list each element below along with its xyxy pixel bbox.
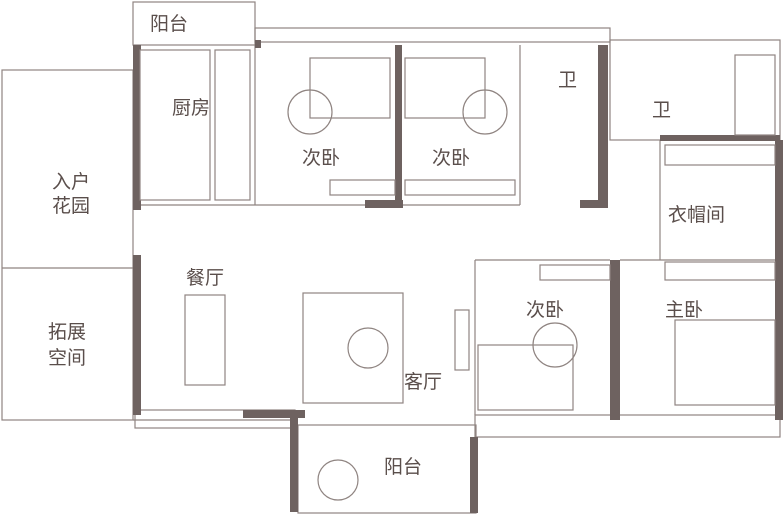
- room-label-living: 客厅: [404, 371, 443, 393]
- room-label-kitchen: 厨房: [172, 97, 211, 119]
- room-label-entry-garden-2: 花园: [52, 195, 91, 217]
- furniture: [139, 49, 776, 501]
- room-label-closet: 衣帽间: [668, 204, 726, 226]
- walls: [133, 40, 783, 513]
- room-label-bath-1: 卫: [558, 69, 578, 91]
- room-label-balcony-bottom: 阳台: [384, 456, 423, 478]
- room-label-master-bedroom: 主卧: [665, 299, 704, 321]
- room-label-dining: 餐厅: [186, 267, 225, 289]
- room-label-extension-1: 拓展: [48, 321, 87, 343]
- room-label-extension-2: 空间: [48, 347, 87, 369]
- room-label-bath-2: 卫: [652, 99, 672, 121]
- room-label-entry-garden-1: 入户: [52, 171, 91, 193]
- room-label-bedroom-2b: 次卧: [432, 147, 471, 169]
- room-label-bedroom-2c: 次卧: [526, 299, 565, 321]
- room-label-bedroom-2a: 次卧: [302, 147, 341, 169]
- room-label-balcony-top: 阳台: [150, 13, 189, 35]
